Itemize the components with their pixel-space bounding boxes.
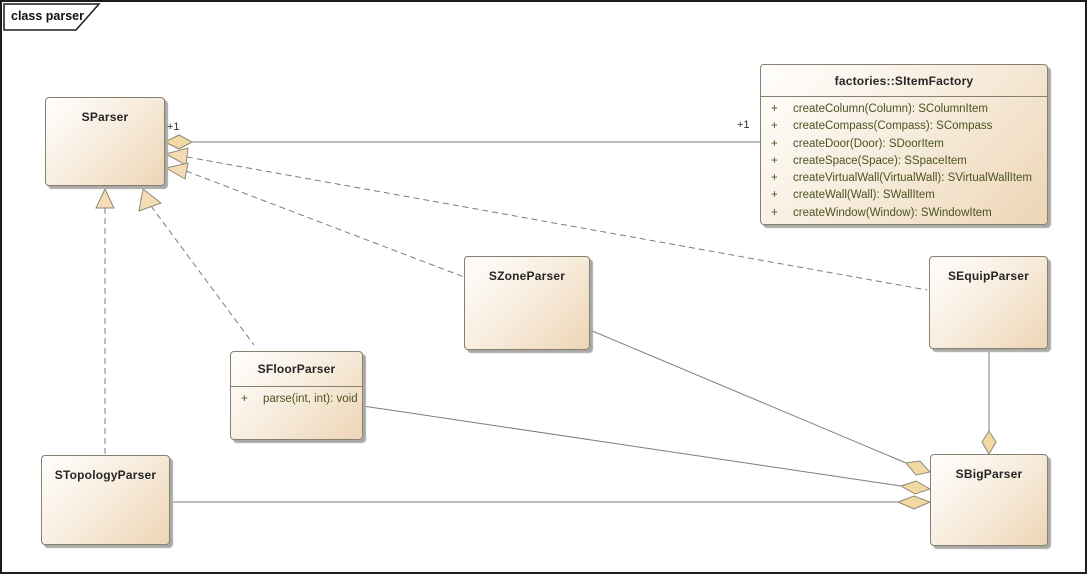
multiplicity-label-sparser-end: +1 — [167, 121, 180, 133]
connector-realization-sfloorparser-sparser[interactable] — [138, 188, 255, 346]
connector-aggregation-sbigparser-sfloorparser[interactable] — [362, 405, 932, 495]
class-name: SBigParser — [955, 467, 1023, 481]
class-sitemfactory[interactable]: factories::SItemFactory +createColumn(Co… — [760, 64, 1048, 225]
aggregation-diamond — [899, 480, 932, 495]
diagram-frame-label: class parser — [11, 9, 84, 23]
class-sparser[interactable]: SParser — [45, 97, 165, 186]
connector-realization-sequipparser-sparser[interactable] — [164, 147, 928, 291]
aggregation-diamond — [163, 134, 194, 150]
class-name: factories::SItemFactory — [761, 65, 1047, 97]
connector-realization-szoneparser-sparser[interactable] — [164, 162, 465, 278]
operation: +createWindow(Window): SWindowItem — [771, 206, 992, 219]
operation: +createCompass(Compass): SCompass — [771, 120, 993, 133]
class-name: STopologyParser — [54, 468, 157, 482]
operation: +createVirtualWall(VirtualWall): SVirtua… — [771, 172, 1033, 185]
operations-compartment: +createColumn(Column): SColumnItem +crea… — [761, 97, 1047, 222]
connector-aggregation-sbigparser-stopologyparser[interactable] — [170, 495, 932, 510]
class-name: SZoneParser — [488, 269, 566, 283]
class-stopologyparser[interactable]: STopologyParser — [41, 455, 170, 545]
operation: +createColumn(Column): SColumnItem — [771, 103, 988, 115]
class-sequipparser[interactable]: SEquipParser — [929, 256, 1048, 349]
class-szoneparser[interactable]: SZoneParser — [464, 256, 590, 350]
class-sfloorparser[interactable]: SFloorParser +parse(int, int): void — [230, 351, 363, 440]
operation: +createDoor(Door): SDoorItem — [771, 137, 944, 150]
generalization-arrowhead — [164, 162, 189, 180]
class-name: SEquipParser — [947, 269, 1030, 283]
operation: +parse(int, int): void — [241, 393, 358, 405]
connector-aggregation-sbigparser-sequipparser[interactable] — [981, 349, 997, 455]
operations-compartment: +parse(int, int): void — [231, 387, 362, 408]
aggregation-diamond — [896, 495, 932, 510]
aggregation-diamond — [905, 460, 931, 476]
class-sbigparser[interactable]: SBigParser — [930, 454, 1048, 546]
generalization-arrowhead — [95, 187, 115, 209]
connector-aggregation-sparser-sitemfactory[interactable] — [163, 134, 760, 150]
operation: +createSpace(Space): SSpaceItem — [771, 154, 967, 167]
frame-tab — [3, 3, 101, 31]
class-name: SFloorParser — [231, 352, 362, 387]
connector-aggregation-sbigparser-szoneparser[interactable] — [589, 329, 931, 476]
multiplicity-label-factory-end: +1 — [737, 119, 750, 131]
class-name: SParser — [81, 110, 129, 124]
generalization-arrowhead — [164, 147, 189, 166]
connector-realization-stopologyparser-sparser[interactable] — [95, 187, 115, 455]
generalization-arrowhead — [138, 188, 163, 212]
aggregation-diamond — [981, 430, 997, 455]
operation: +createWall(Wall): SWallItem — [771, 189, 935, 202]
